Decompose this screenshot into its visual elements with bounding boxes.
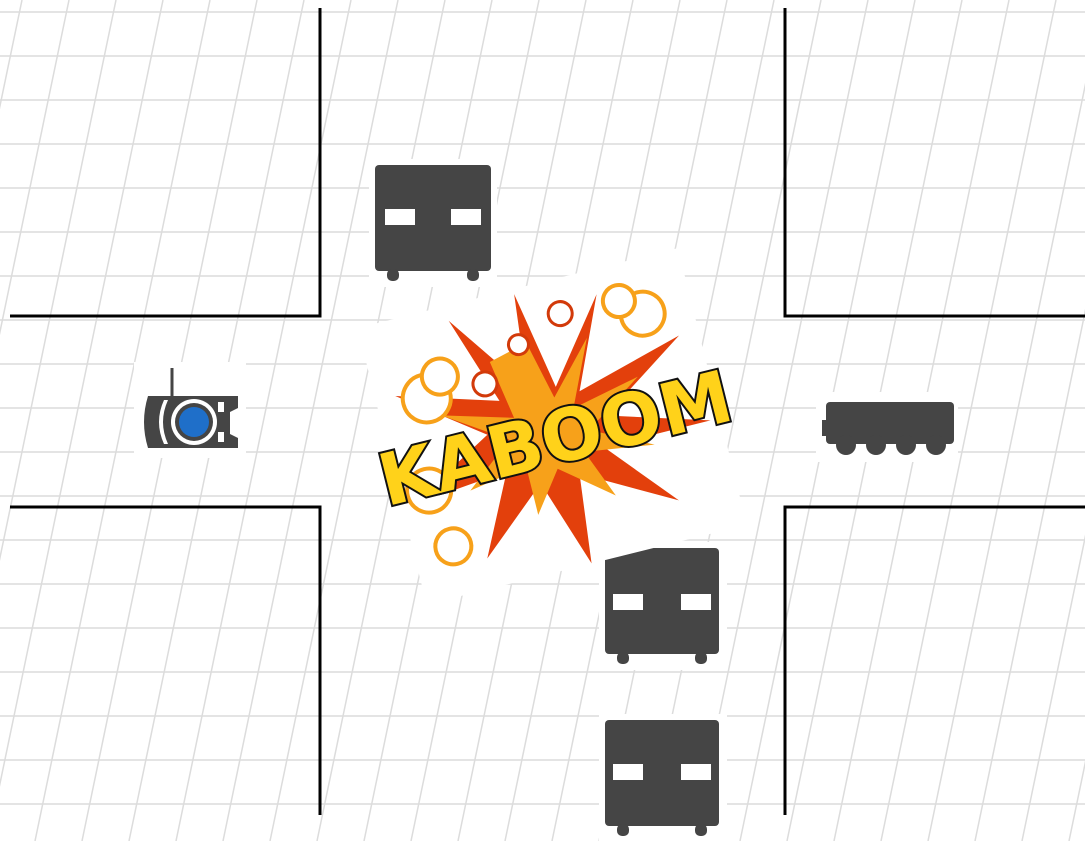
intersection-scene: KABOOM [0, 0, 1085, 841]
explosion: KABOOM [0, 0, 1085, 841]
